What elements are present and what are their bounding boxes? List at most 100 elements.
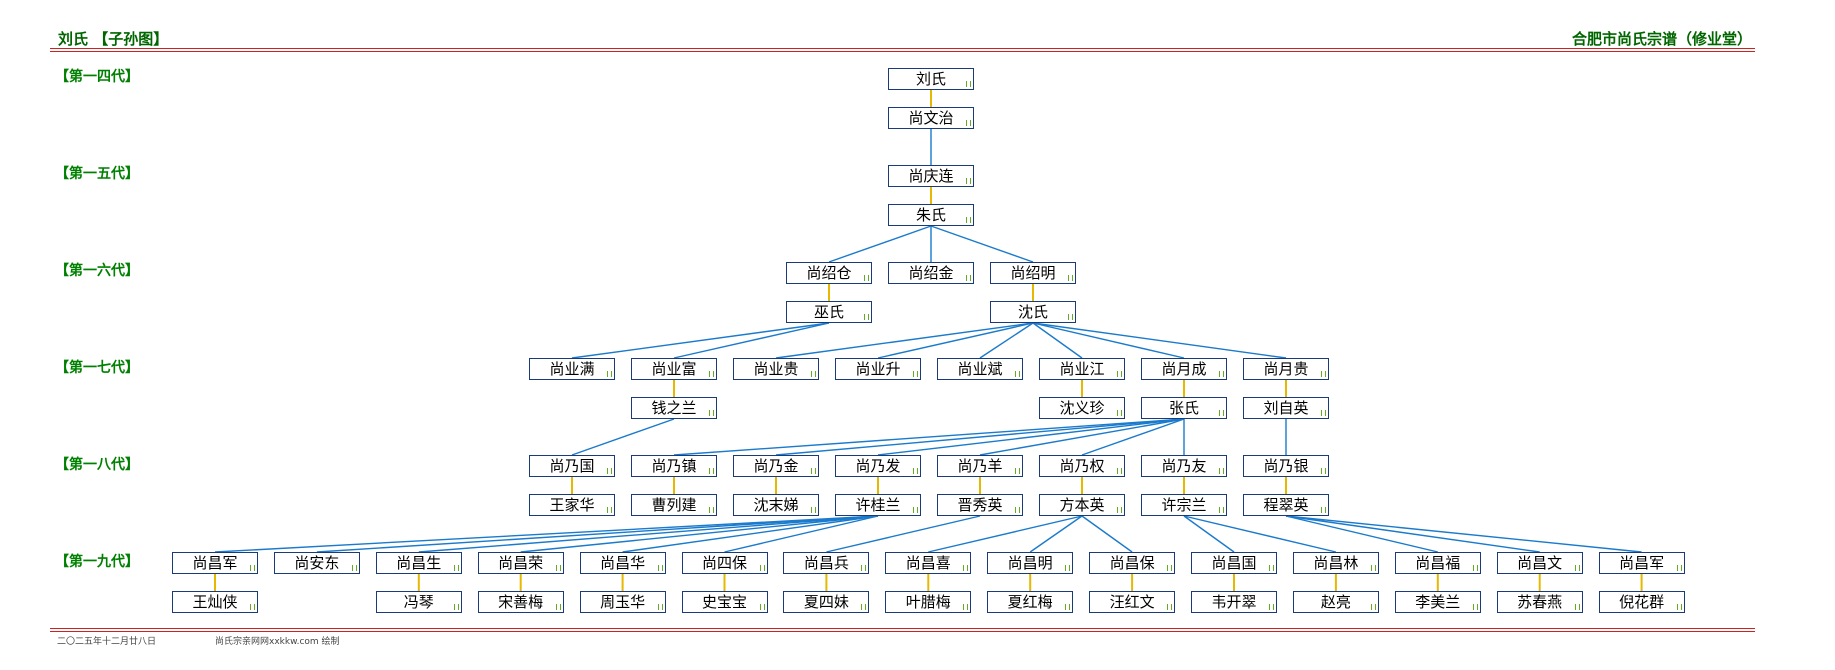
header-rule-top xyxy=(50,48,1755,49)
parent-child-link xyxy=(1029,515,1083,553)
person-node[interactable]: 尚乃友 xyxy=(1141,455,1227,477)
person-node[interactable]: 许桂兰 xyxy=(835,494,921,516)
person-node[interactable]: 尚乃国 xyxy=(529,455,615,477)
person-node[interactable]: 尚昌军 xyxy=(1598,552,1685,574)
footer-date: 二〇二五年十二月廿八日 xyxy=(57,637,157,647)
person-node[interactable]: 尚昌华 xyxy=(579,552,666,574)
person-node[interactable]: 尚昌喜 xyxy=(885,552,972,574)
footer-rule-top xyxy=(50,628,1755,629)
generation-label-17: 【第一七代】 xyxy=(55,360,139,376)
person-node[interactable]: 尚业满 xyxy=(529,358,615,380)
person-node[interactable]: 汪红文 xyxy=(1089,591,1176,613)
person-node[interactable]: 尚昌保 xyxy=(1089,552,1176,574)
person-node[interactable]: 钱之兰 xyxy=(631,397,717,419)
parent-child-link xyxy=(828,225,932,263)
person-node[interactable]: 方本英 xyxy=(1039,494,1125,516)
parent-child-link xyxy=(1081,418,1185,456)
parent-child-link xyxy=(1032,322,1083,359)
person-node[interactable]: 尚月成 xyxy=(1141,358,1227,380)
person-node[interactable]: 韦开翠 xyxy=(1191,591,1277,613)
person-node[interactable]: 尚业江 xyxy=(1039,358,1125,380)
person-node[interactable]: 晋秀英 xyxy=(937,494,1023,516)
person-node[interactable]: 史宝宝 xyxy=(681,591,768,613)
parent-child-link xyxy=(673,322,830,359)
person-node[interactable]: 尚绍仓 xyxy=(786,262,872,284)
person-node[interactable]: 夏红梅 xyxy=(987,591,1074,613)
person-node[interactable]: 巫氏 xyxy=(786,301,872,323)
person-node[interactable]: 尚业富 xyxy=(631,358,717,380)
parent-child-link xyxy=(1032,322,1185,359)
person-node[interactable]: 尚昌军 xyxy=(172,552,258,574)
person-node[interactable]: 宋善梅 xyxy=(477,591,564,613)
parent-child-link xyxy=(418,515,879,553)
person-node[interactable]: 赵亮 xyxy=(1292,591,1379,613)
person-node[interactable]: 尚昌林 xyxy=(1292,552,1379,574)
person-node[interactable]: 尚文治 xyxy=(888,107,974,129)
person-node[interactable]: 尚昌文 xyxy=(1496,552,1583,574)
generation-label-15: 【第一五代】 xyxy=(55,166,139,182)
person-node[interactable]: 尚庆连 xyxy=(888,165,974,187)
parent-child-link xyxy=(775,322,1034,359)
person-node[interactable]: 叶腊梅 xyxy=(885,591,972,613)
person-node[interactable]: 许宗兰 xyxy=(1141,494,1227,516)
person-node[interactable]: 尚乃银 xyxy=(1243,455,1329,477)
footer-rule-bottom xyxy=(50,631,1755,632)
parent-child-link xyxy=(571,418,675,456)
person-node[interactable]: 尚业斌 xyxy=(937,358,1023,380)
parent-child-link xyxy=(877,418,1185,456)
person-node[interactable]: 尚乃发 xyxy=(835,455,921,477)
person-node[interactable]: 朱氏 xyxy=(888,204,974,226)
parent-child-link xyxy=(930,225,1034,263)
person-node[interactable]: 尚昌荣 xyxy=(477,552,564,574)
person-node[interactable]: 夏四妹 xyxy=(783,591,870,613)
person-node[interactable]: 尚乃镇 xyxy=(631,455,717,477)
person-node[interactable]: 尚昌福 xyxy=(1394,552,1481,574)
person-node[interactable]: 尚昌国 xyxy=(1191,552,1277,574)
parent-child-link xyxy=(826,515,981,553)
person-node[interactable]: 沈氏 xyxy=(990,301,1076,323)
person-node[interactable]: 苏春燕 xyxy=(1496,591,1583,613)
person-node[interactable]: 王灿侠 xyxy=(172,591,258,613)
person-node[interactable]: 沈末娣 xyxy=(733,494,819,516)
person-node[interactable]: 周玉华 xyxy=(579,591,666,613)
person-node[interactable]: 尚乃羊 xyxy=(937,455,1023,477)
person-node[interactable]: 王家华 xyxy=(529,494,615,516)
person-node[interactable]: 尚乃权 xyxy=(1039,455,1125,477)
person-node[interactable]: 尚昌兵 xyxy=(783,552,870,574)
person-node[interactable]: 倪花群 xyxy=(1598,591,1685,613)
person-node[interactable]: 尚安东 xyxy=(273,552,360,574)
parent-child-link xyxy=(928,515,1083,553)
person-node[interactable]: 冯琴 xyxy=(375,591,462,613)
person-node[interactable]: 尚四保 xyxy=(681,552,768,574)
person-node[interactable]: 刘自英 xyxy=(1243,397,1329,419)
parent-child-link xyxy=(724,515,879,553)
footer-credit: 尚氏宗亲网网xxkkw.com 绘制 xyxy=(215,637,340,647)
person-node[interactable]: 尚乃金 xyxy=(733,455,819,477)
parent-child-link xyxy=(979,418,1185,456)
person-node[interactable]: 沈义珍 xyxy=(1039,397,1125,419)
person-node[interactable]: 张氏 xyxy=(1141,397,1227,419)
parent-child-link xyxy=(1183,515,1235,553)
person-node[interactable]: 尚月贵 xyxy=(1243,358,1329,380)
parent-child-link xyxy=(214,515,879,553)
person-node[interactable]: 尚绍金 xyxy=(888,262,974,284)
parent-child-link xyxy=(1081,515,1133,553)
person-node[interactable]: 尚昌生 xyxy=(375,552,462,574)
generation-label-16: 【第一六代】 xyxy=(55,263,139,279)
person-node[interactable]: 程翠英 xyxy=(1243,494,1329,516)
parent-child-link xyxy=(1183,515,1337,553)
generation-label-19: 【第一九代】 xyxy=(55,554,139,570)
person-node[interactable]: 尚业贵 xyxy=(733,358,819,380)
parent-child-link xyxy=(571,322,830,359)
header-rule-bottom xyxy=(50,51,1755,52)
parent-child-link xyxy=(520,515,879,553)
parent-child-link xyxy=(1285,515,1642,553)
parent-child-link xyxy=(1285,515,1540,553)
person-node[interactable]: 尚昌明 xyxy=(987,552,1074,574)
person-node[interactable]: 曹列建 xyxy=(631,494,717,516)
person-node[interactable]: 尚业升 xyxy=(835,358,921,380)
person-node[interactable]: 尚绍明 xyxy=(990,262,1076,284)
person-node[interactable]: 刘氏 xyxy=(888,68,974,90)
person-node[interactable]: 李美兰 xyxy=(1394,591,1481,613)
